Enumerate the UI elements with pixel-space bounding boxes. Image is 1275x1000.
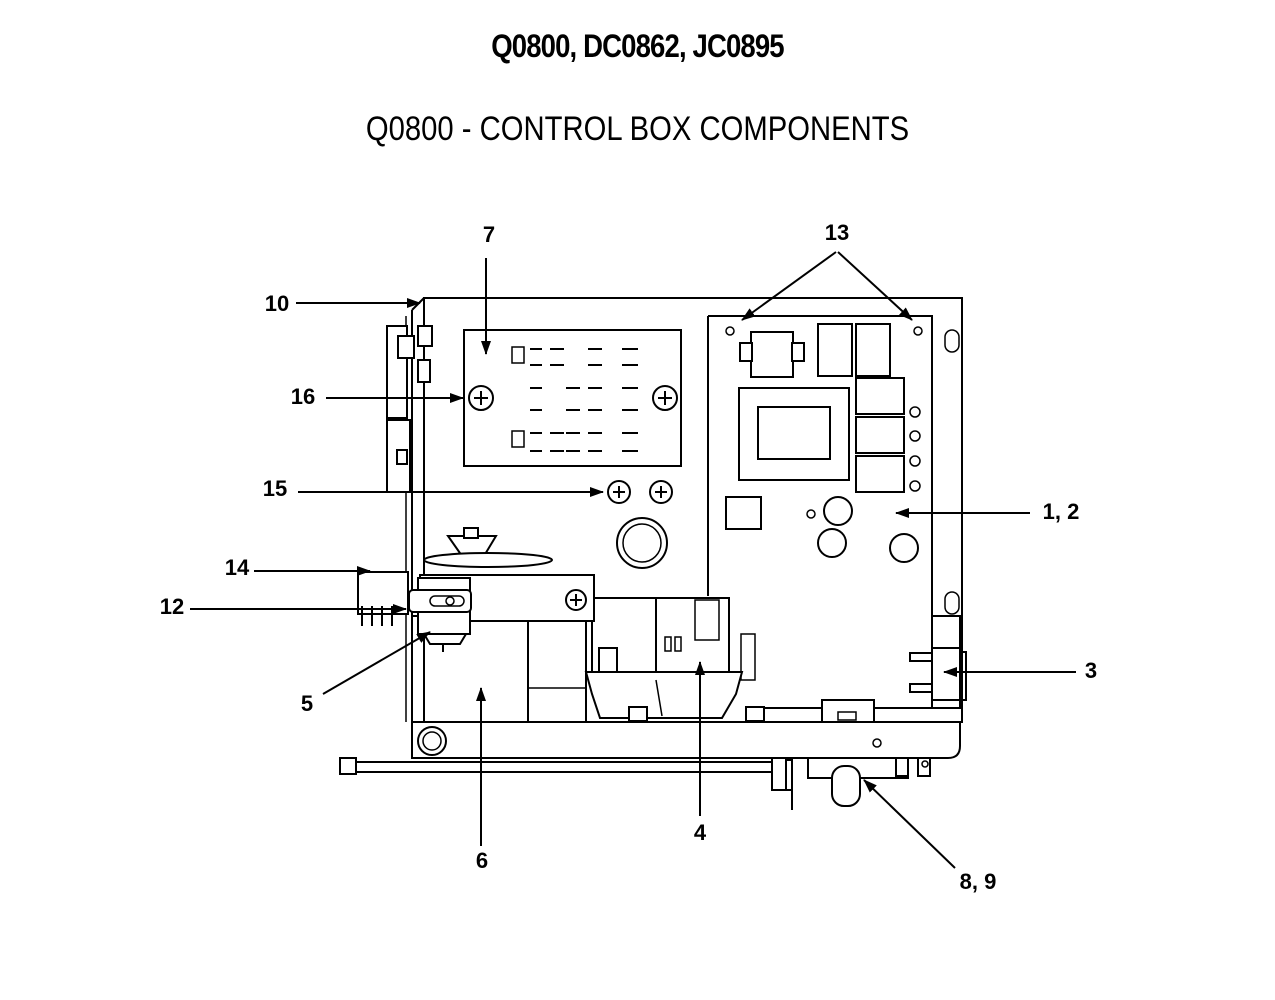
model-title: Q0800, DC0862, JC0895 bbox=[491, 28, 784, 64]
callout-3: 3 bbox=[1085, 658, 1097, 683]
terminal-block bbox=[463, 329, 682, 467]
callout-13: 13 bbox=[825, 220, 849, 245]
contactor bbox=[584, 597, 875, 723]
callout-8-9: 8, 9 bbox=[960, 869, 997, 894]
callout-1-2: 1, 2 bbox=[1043, 499, 1080, 524]
control-box-housing bbox=[405, 297, 963, 759]
callout-12: 12 bbox=[160, 594, 184, 619]
bottom-rod-assembly bbox=[339, 757, 931, 810]
section-title: Q0800 - CONTROL BOX COMPONENTS bbox=[365, 110, 910, 148]
terminal-screw-right bbox=[652, 385, 678, 411]
mounting-screws bbox=[607, 480, 673, 504]
callout-15: 15 bbox=[263, 476, 287, 501]
callout-5: 5 bbox=[301, 691, 313, 716]
thermostat-assembly bbox=[357, 527, 595, 723]
callout-10: 10 bbox=[265, 291, 289, 316]
leader-lines bbox=[190, 251, 1076, 869]
terminal-screw-left bbox=[468, 385, 494, 411]
callout-16: 16 bbox=[291, 384, 315, 409]
callout-4: 4 bbox=[694, 820, 707, 845]
side-connector bbox=[909, 615, 967, 709]
callout-6: 6 bbox=[476, 848, 488, 873]
callout-7: 7 bbox=[483, 222, 495, 247]
left-bracket bbox=[386, 325, 433, 493]
callout-14: 14 bbox=[225, 555, 250, 580]
